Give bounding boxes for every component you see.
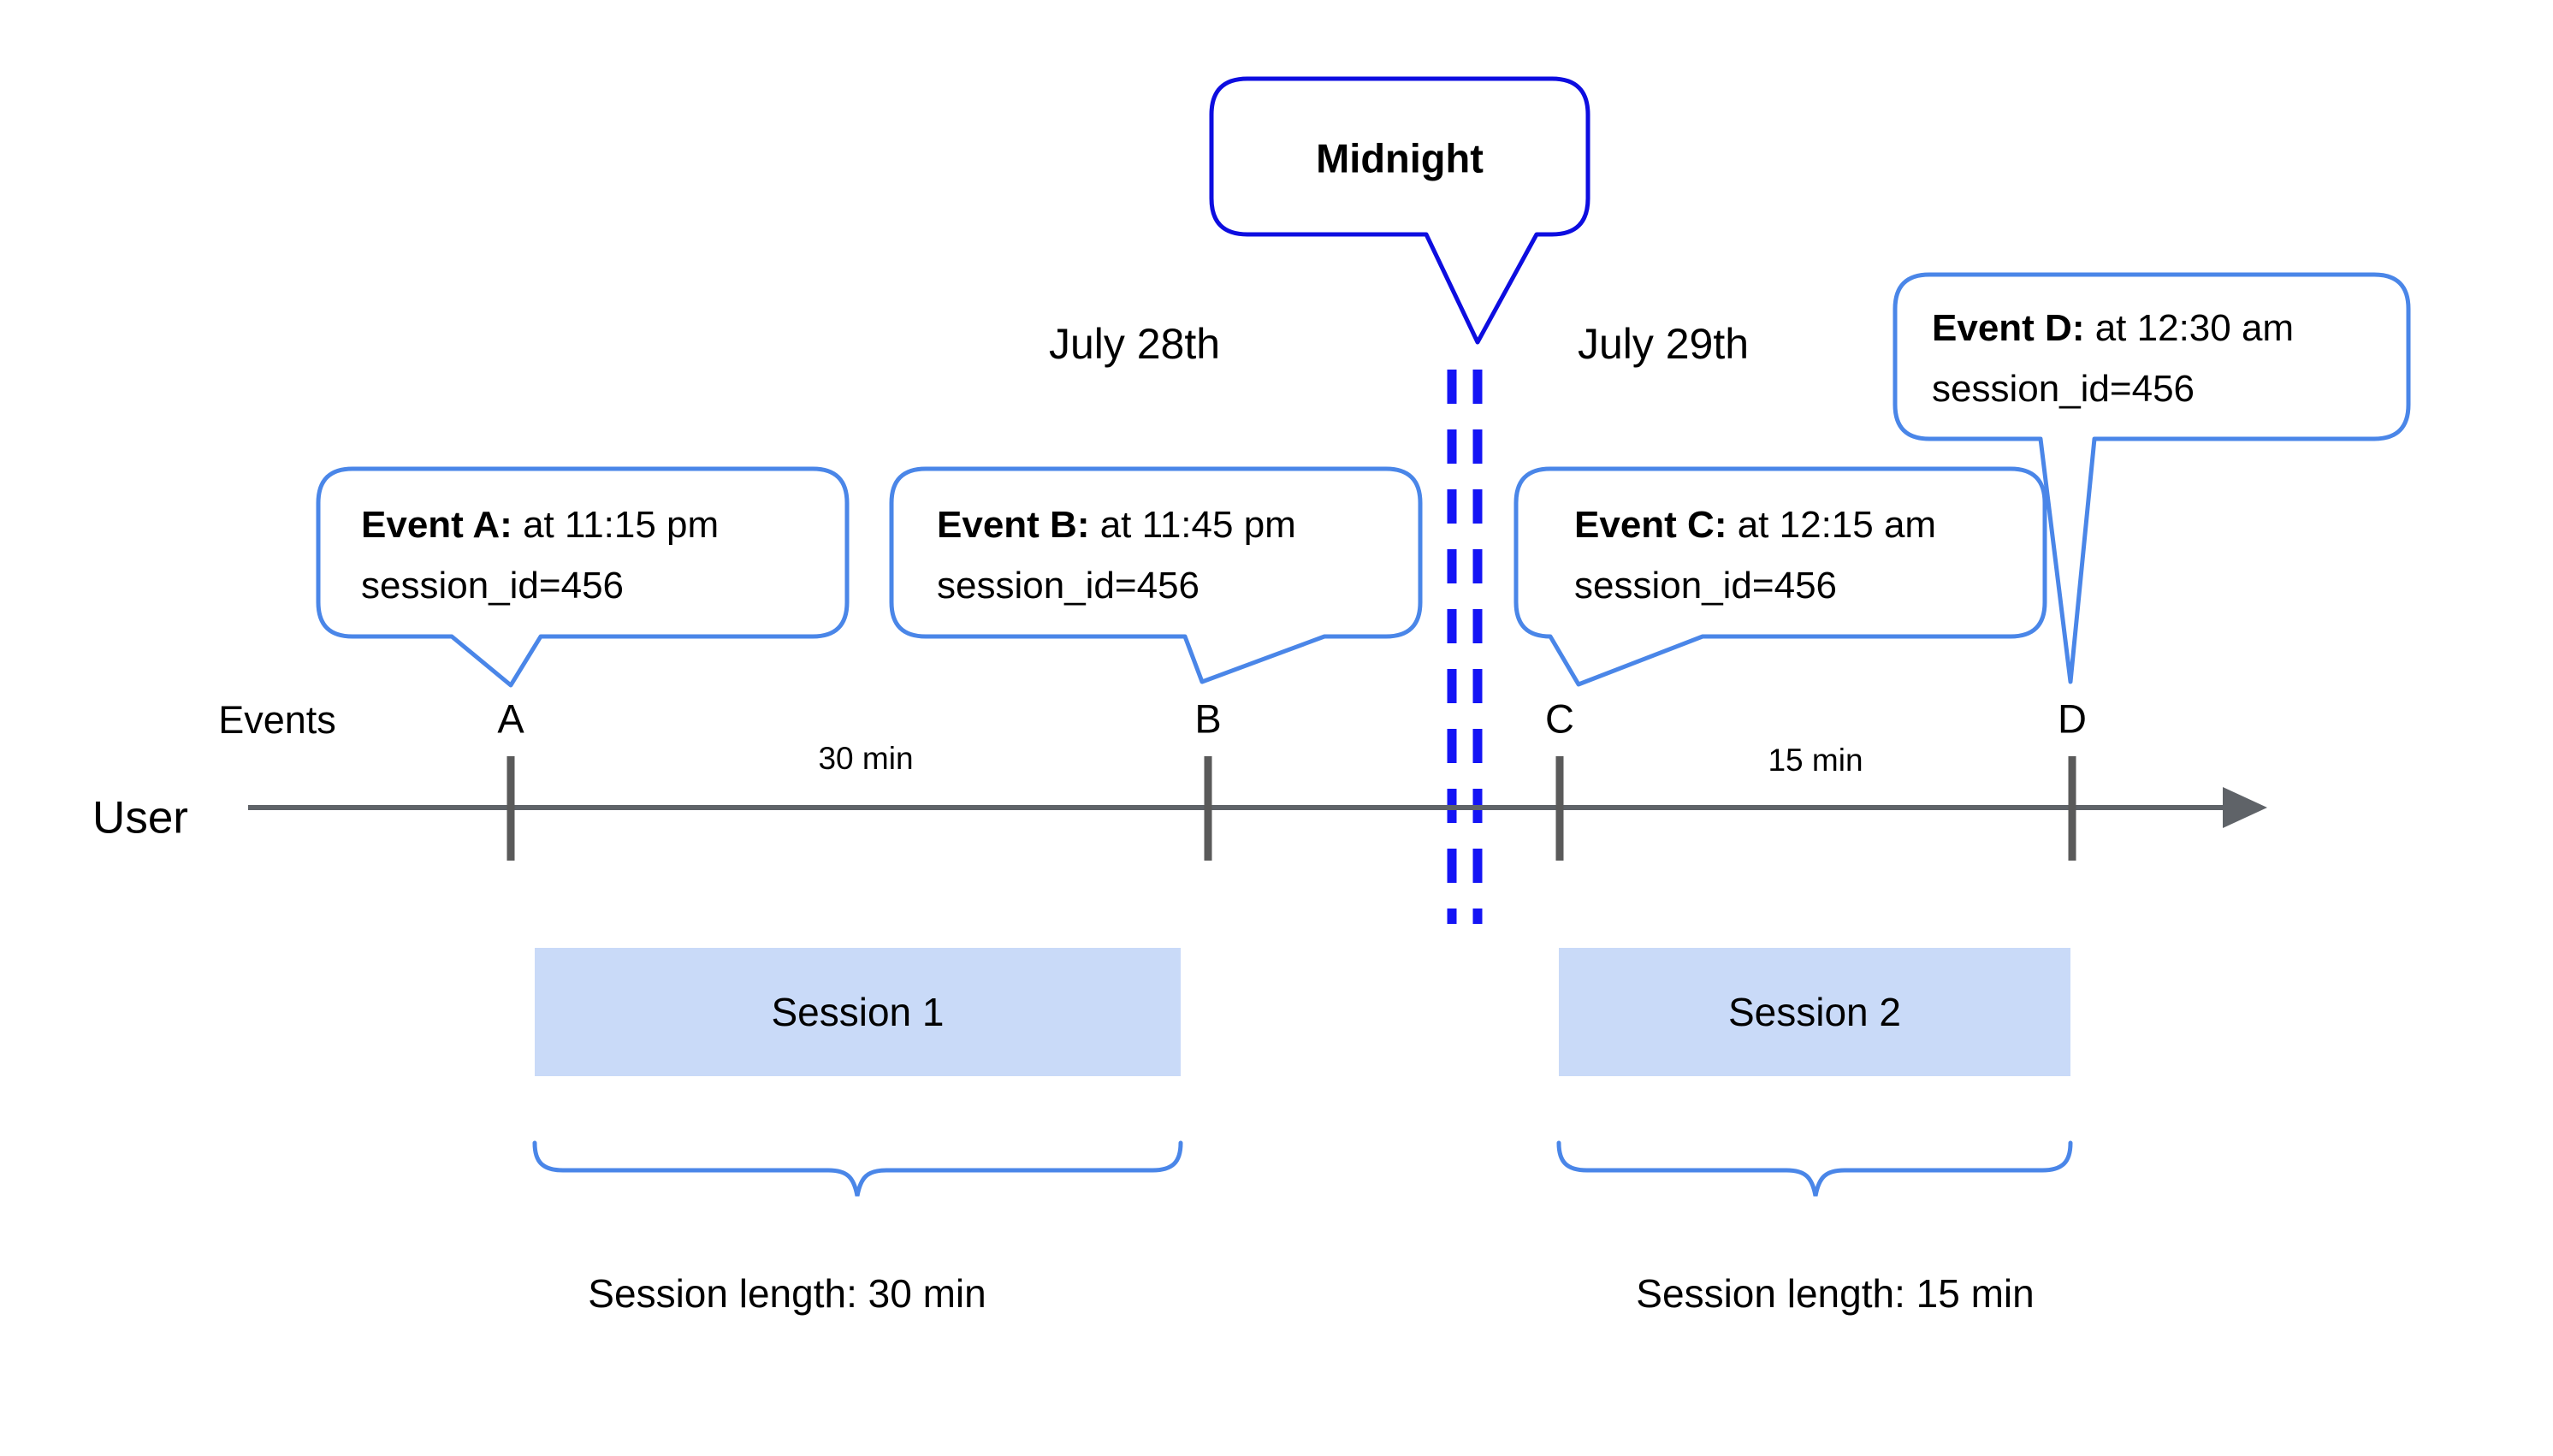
session-1-box: Session 1: [535, 948, 1181, 1076]
tick-letter-b: B: [1194, 695, 1222, 742]
timeline-arrowhead-icon: [2223, 787, 2267, 828]
event-b-time: at 11:45 pm: [1089, 504, 1296, 546]
event-b-callout-text: Event B: at 11:45 pm session_id=456: [937, 494, 1296, 616]
event-d-callout-bubble: [1893, 272, 2411, 684]
event-b-callout-bubble: [889, 466, 1423, 684]
session-1-label: Session 1: [771, 990, 945, 1034]
day-label-july-28: July 28th: [1048, 320, 1221, 368]
event-a-line1: Event A: at 11:15 pm: [361, 494, 719, 555]
tick-letter-a: A: [497, 695, 524, 742]
tick-letter-c: C: [1545, 695, 1574, 742]
midnight-callout-bubble: [1209, 76, 1590, 345]
event-c-callout-text: Event C: at 12:15 am session_id=456: [1574, 494, 1936, 616]
user-row-label: User: [92, 792, 188, 843]
session-2-box: Session 2: [1559, 948, 2070, 1076]
event-c-callout-bubble: [1513, 466, 2047, 687]
session-2-length-label: Session length: 15 min: [1636, 1271, 2035, 1316]
session-2-brace: [1556, 1140, 2073, 1197]
event-c-time: at 12:15 am: [1727, 504, 1937, 546]
events-row-label: Events: [218, 698, 336, 742]
event-c-title: Event C:: [1574, 504, 1727, 546]
event-a-detail: session_id=456: [361, 565, 625, 607]
session-1-brace: [532, 1140, 1183, 1197]
event-d-detail: session_id=456: [1932, 368, 2195, 410]
event-d-callout-text: Event D: at 12:30 am session_id=456: [1932, 298, 2294, 419]
event-a-callout-text: Event A: at 11:15 pm session_id=456: [361, 494, 719, 616]
tick-letter-d: D: [2058, 695, 2087, 742]
event-d-title: Event D:: [1932, 307, 2085, 349]
event-b-title: Event B:: [937, 504, 1090, 546]
day-label-july-29: July 29th: [1577, 320, 1750, 368]
event-a-time: at 11:15 pm: [512, 504, 720, 546]
midnight-label: Midnight: [1316, 135, 1484, 181]
event-c-detail: session_id=456: [1574, 565, 1838, 607]
session-2-label: Session 2: [1727, 990, 1901, 1034]
event-c-line1: Event C: at 12:15 am: [1574, 494, 1936, 555]
event-a-title: Event A:: [361, 504, 512, 546]
event-a-callout-bubble: [316, 466, 850, 688]
gap-label-15min: 15 min: [1768, 743, 1863, 778]
event-d-time: at 12:30 am: [2084, 307, 2295, 349]
event-d-line1: Event D: at 12:30 am: [1932, 298, 2294, 358]
event-b-line1: Event B: at 11:45 pm: [937, 494, 1296, 555]
session-1-length-label: Session length: 30 min: [588, 1271, 986, 1316]
event-b-detail: session_id=456: [937, 565, 1200, 607]
gap-label-30min: 30 min: [818, 741, 914, 776]
